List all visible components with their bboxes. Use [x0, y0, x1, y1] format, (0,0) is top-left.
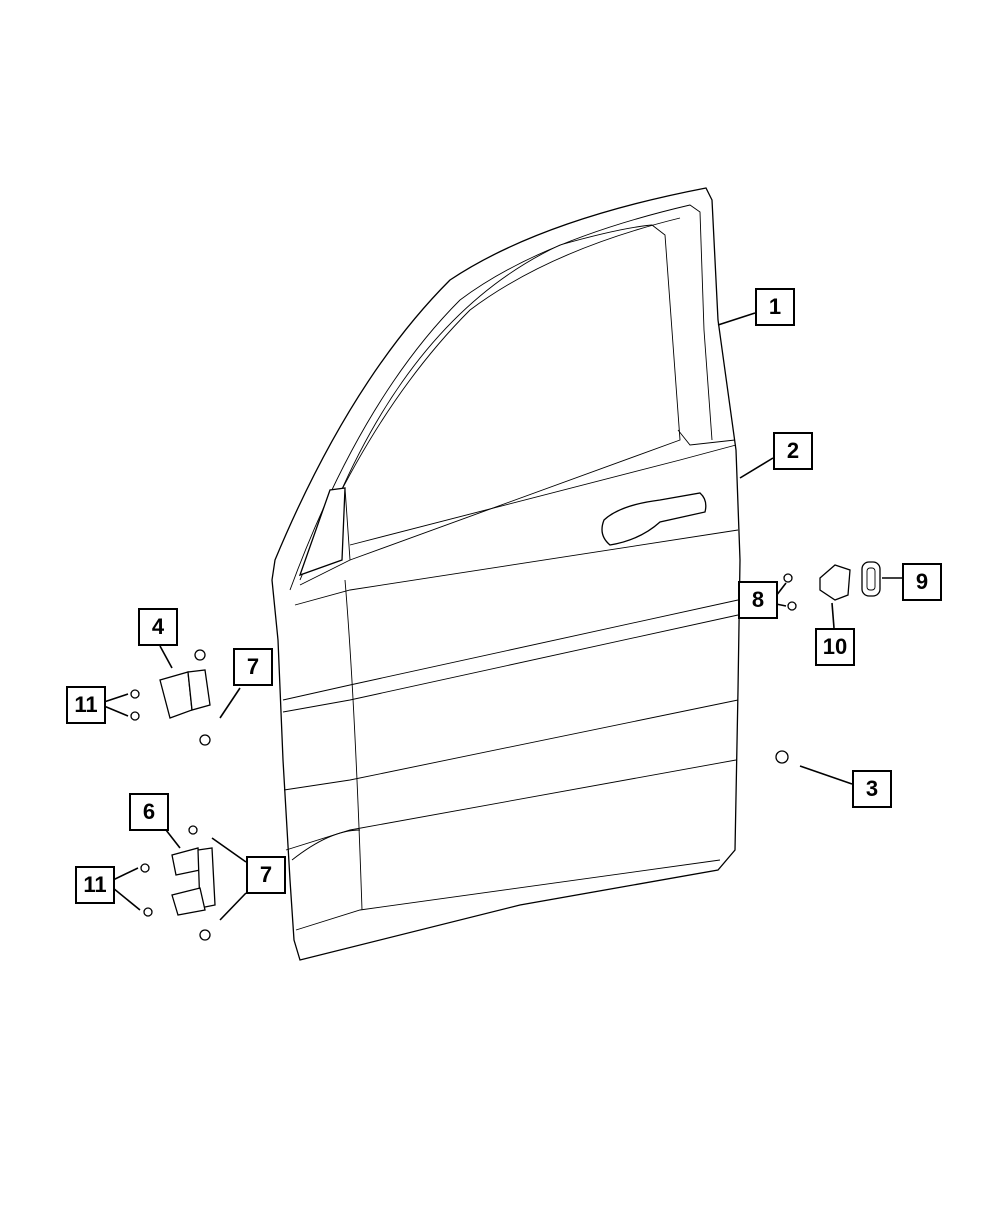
callout-4[interactable]: 4 — [138, 608, 178, 646]
callout-11-lower[interactable]: 11 — [75, 866, 115, 904]
plug — [775, 750, 789, 764]
callout-1[interactable]: 1 — [755, 288, 795, 326]
callout-2[interactable]: 2 — [773, 432, 813, 470]
door-shell — [271, 187, 741, 961]
callout-6[interactable]: 6 — [129, 793, 169, 831]
callout-7-upper[interactable]: 7 — [233, 648, 273, 686]
callout-3[interactable]: 3 — [852, 770, 892, 808]
upper-hinge — [130, 649, 211, 746]
callout-9[interactable]: 9 — [902, 563, 942, 601]
callout-10[interactable]: 10 — [815, 628, 855, 666]
callout-11-upper[interactable]: 11 — [66, 686, 106, 724]
striker-parts — [775, 561, 881, 764]
lower-hinge — [140, 825, 216, 941]
mirror-mount — [298, 487, 346, 577]
door-handle — [601, 492, 707, 546]
callout-7-lower[interactable]: 7 — [246, 856, 286, 894]
callout-8[interactable]: 8 — [738, 581, 778, 619]
